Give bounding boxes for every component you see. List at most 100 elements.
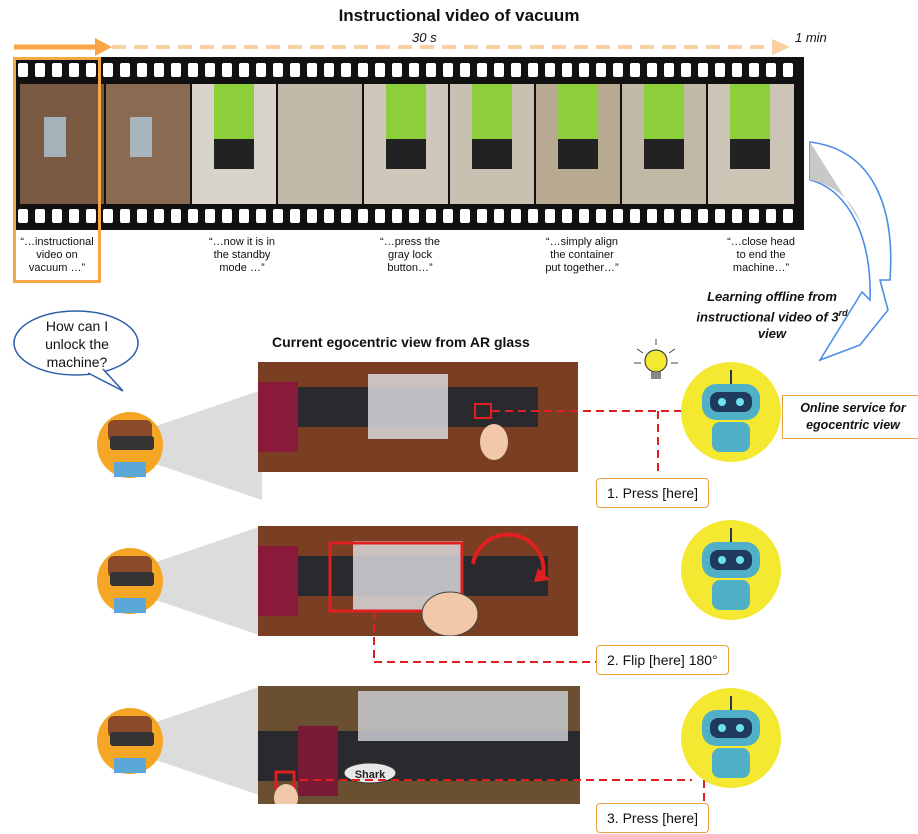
sprocket-hole bbox=[596, 209, 606, 223]
sprocket-hole bbox=[460, 209, 470, 223]
sprocket-hole bbox=[375, 63, 385, 77]
egocentric-photo-3: Shark bbox=[258, 686, 580, 804]
sprocket-hole bbox=[443, 63, 453, 77]
sprocket-hole bbox=[647, 63, 657, 77]
sprocket-hole bbox=[290, 63, 300, 77]
sprocket-hole bbox=[222, 63, 232, 77]
sprocket-hole bbox=[188, 63, 198, 77]
sprocket-hole bbox=[528, 63, 538, 77]
sprocket-hole bbox=[715, 63, 725, 77]
timeline-arrow bbox=[14, 38, 790, 56]
sprocket-hole bbox=[596, 63, 606, 77]
sprocket-hole bbox=[188, 209, 198, 223]
sprocket-hole bbox=[120, 209, 130, 223]
caption-3: “…press the gray lock button…” bbox=[380, 236, 440, 274]
sprocket-hole bbox=[647, 209, 657, 223]
sprocket-hole bbox=[562, 209, 572, 223]
sprocket-hole bbox=[681, 209, 691, 223]
speech-bubble bbox=[13, 310, 139, 392]
sprocket-hole bbox=[69, 209, 79, 223]
sprocket-hole bbox=[154, 209, 164, 223]
sprocket-hole bbox=[171, 209, 181, 223]
sprocket-hole bbox=[579, 63, 589, 77]
sprocket-hole bbox=[698, 63, 708, 77]
sprocket-hole bbox=[341, 63, 351, 77]
sprocket-hole bbox=[494, 209, 504, 223]
offline-learning-label: Learning offline from instructional vide… bbox=[696, 289, 848, 342]
caption-4: “…simply align the container put togethe… bbox=[545, 236, 619, 274]
caption-5: “…close head to end the machine…” bbox=[727, 236, 795, 274]
sprocket-hole bbox=[783, 209, 793, 223]
sprocket-hole bbox=[732, 63, 742, 77]
sprocket-hole bbox=[766, 63, 776, 77]
curved-arrow bbox=[809, 141, 892, 362]
sprocket-hole bbox=[256, 63, 266, 77]
sprocket-hole bbox=[409, 63, 419, 77]
caption-1: “…instructional video on vacuum …” bbox=[20, 236, 94, 274]
sprocket-hole bbox=[290, 209, 300, 223]
sprocket-hole bbox=[358, 209, 368, 223]
ar-user-avatar-1 bbox=[97, 390, 262, 500]
egocentric-view-title: Current egocentric view from AR glass bbox=[272, 334, 530, 350]
sprocket-hole bbox=[341, 209, 351, 223]
sprocket-hole bbox=[171, 63, 181, 77]
ar-user-avatar-2 bbox=[97, 526, 262, 636]
sprocket-hole bbox=[52, 209, 62, 223]
sprocket-hole bbox=[392, 209, 402, 223]
sprocket-hole bbox=[698, 209, 708, 223]
sprocket-hole bbox=[103, 63, 113, 77]
sprocket-hole bbox=[528, 209, 538, 223]
step-2-bubble: 2. Flip [here] 180° bbox=[596, 645, 729, 675]
sprocket-hole bbox=[307, 209, 317, 223]
sprocket-hole bbox=[239, 63, 249, 77]
sprocket-hole bbox=[732, 209, 742, 223]
sprocket-hole bbox=[664, 63, 674, 77]
film-strip bbox=[14, 57, 804, 230]
step-1-bubble: 1. Press [here] bbox=[596, 478, 710, 508]
brand-label: Shark bbox=[355, 769, 386, 781]
video-frames bbox=[20, 84, 794, 204]
lightbulb-icon bbox=[634, 339, 678, 379]
sprocket-hole bbox=[545, 209, 555, 223]
robot-assistant-2 bbox=[681, 520, 781, 620]
sprocket-hole bbox=[324, 63, 334, 77]
sprocket-hole bbox=[562, 63, 572, 77]
current-frame-highlight bbox=[13, 57, 101, 283]
caption-2: “…now it is in the standby mode …” bbox=[208, 236, 276, 274]
sprocket-holes bbox=[18, 63, 793, 223]
sprocket-hole bbox=[205, 63, 215, 77]
end-time-label: 1 min bbox=[795, 30, 827, 45]
sprocket-hole bbox=[426, 209, 436, 223]
sprocket-hole bbox=[18, 209, 28, 223]
sprocket-hole bbox=[613, 63, 623, 77]
sprocket-hole bbox=[681, 63, 691, 77]
sprocket-hole bbox=[749, 209, 759, 223]
sprocket-hole bbox=[477, 209, 487, 223]
sprocket-hole bbox=[86, 209, 96, 223]
sprocket-hole bbox=[426, 63, 436, 77]
sprocket-hole bbox=[749, 63, 759, 77]
sprocket-hole bbox=[664, 209, 674, 223]
sprocket-hole bbox=[18, 63, 28, 77]
sprocket-hole bbox=[545, 63, 555, 77]
ar-user-avatar-3 bbox=[97, 686, 262, 796]
egocentric-photo-2 bbox=[258, 526, 578, 636]
sprocket-hole bbox=[35, 209, 45, 223]
sprocket-hole bbox=[511, 209, 521, 223]
sprocket-hole bbox=[630, 63, 640, 77]
sprocket-hole bbox=[120, 63, 130, 77]
online-service-label: Online service for egocentric view bbox=[782, 395, 918, 439]
sprocket-hole bbox=[511, 63, 521, 77]
sprocket-hole bbox=[443, 209, 453, 223]
sprocket-hole bbox=[783, 63, 793, 77]
sprocket-hole bbox=[409, 209, 419, 223]
sprocket-hole bbox=[273, 209, 283, 223]
sprocket-hole bbox=[154, 63, 164, 77]
sprocket-hole bbox=[460, 63, 470, 77]
sprocket-hole bbox=[86, 63, 96, 77]
sprocket-hole bbox=[494, 63, 504, 77]
sprocket-hole bbox=[103, 209, 113, 223]
sprocket-hole bbox=[579, 209, 589, 223]
sprocket-hole bbox=[69, 63, 79, 77]
